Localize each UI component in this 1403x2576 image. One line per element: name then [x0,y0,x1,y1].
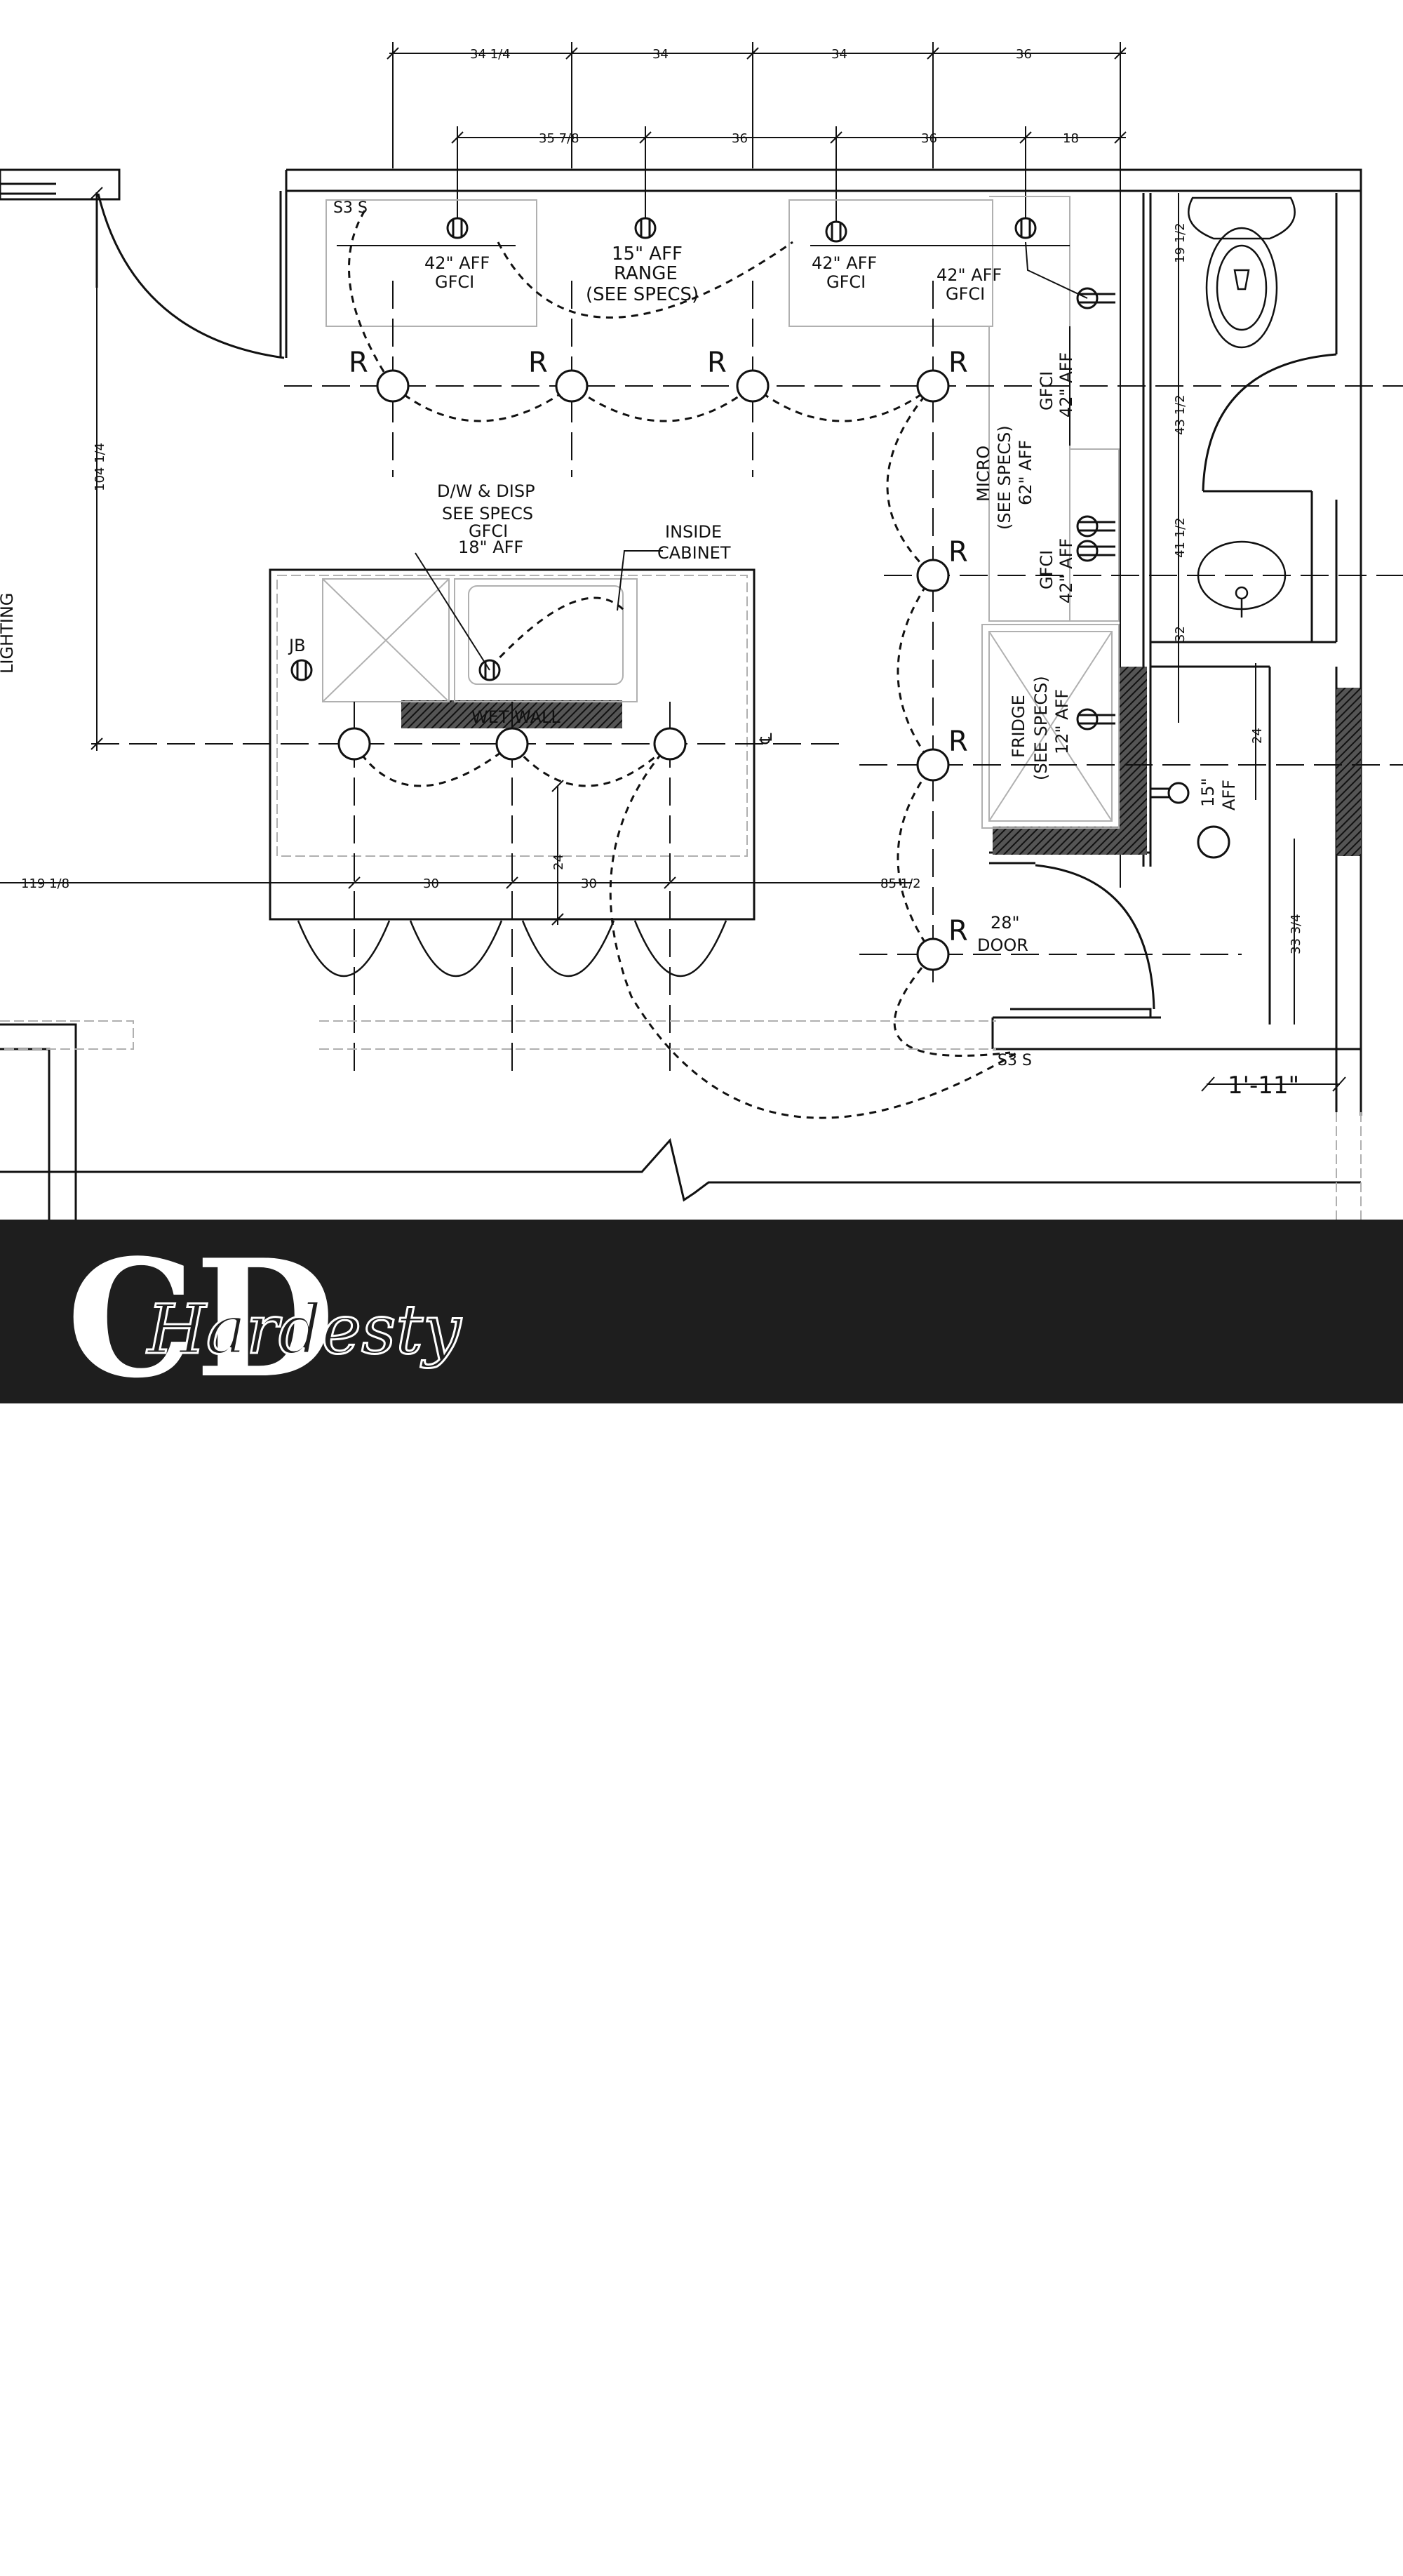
dim-top-4: 36 [1016,47,1032,62]
dim-island-4: 85 1/2 [880,876,921,891]
dim-top-2: 34 [652,47,669,62]
side-dimension-lines [0,187,1346,1092]
gfci-right-type: GFCI [946,284,985,304]
gfci-mid-type: GFCI [826,272,866,292]
light-label: R [707,347,727,379]
top-dimension-ticks [387,47,1127,144]
door-label: DOOR [977,935,1028,955]
centerlines [91,281,1403,1074]
dim-bath-4: 32 [1173,626,1188,642]
fridge-label: FRIDGE [1009,695,1028,758]
dim-island-vertical: 24 [551,854,566,870]
gfci-left-type: GFCI [435,272,474,292]
micro-specs: (SEE SPECS) [995,425,1014,530]
leaders [337,241,1088,671]
left-wall-stub [0,168,121,201]
switch-top-label: S3 S [333,199,368,217]
gfci-side-top-aff: 42" AFF [1056,352,1076,418]
dim-island-2: 30 [423,876,439,891]
dim-top-6: 36 [732,131,748,146]
recessed-lights [337,369,1230,971]
dim-bath-5: 24 [1250,728,1265,744]
top-dimension-text: 34 1/4 34 34 36 35 7/8 36 36 18 [470,47,1079,146]
gfci-mid-aff: 42" AFF [812,253,877,273]
light-label: R [948,536,968,568]
fridge-aff: 12" AFF [1052,689,1072,754]
gfci-right-aff: 42" AFF [937,265,1002,285]
bar-stools [297,920,727,977]
light-label: R [948,915,968,947]
brand-logo: CD Hardesty [67,1224,463,1403]
recessed-light-labels: R R R R R R R [349,347,968,947]
wet-wall-label: WET WALL [471,707,560,727]
gfci-left-aff: 42" AFF [424,253,490,273]
toilet [1188,196,1296,349]
dw-gfci-label: GFCI [469,521,508,541]
dim-island-1: 119 1/8 [21,876,69,891]
fridge-specs: (SEE SPECS) [1031,676,1051,780]
gfci-side-top: GFCI [1037,371,1056,411]
light-label: R [349,347,368,379]
entry-door [95,192,285,359]
dw-disp-label: D/W & DISP [437,481,535,501]
dim-top-1: 34 1/4 [470,47,511,62]
brand-footer: CD Hardesty DESIGNS [0,1220,1403,2575]
receptacles [290,217,1190,804]
light-label: R [948,726,968,758]
dim-bath-width: 1'-11" [1228,1072,1299,1100]
side-dimension-text: 104 1/4 119 1/8 30 30 85 1/2 24 19 1/2 4… [21,222,1303,1100]
dim-left-vertical: 104 1/4 [93,443,107,491]
brand-word: DESIGNS [455,2517,650,2575]
cabinet-label: CABINET [657,543,731,563]
gfci-side-low: GFCI [1037,550,1056,589]
light-label: R [948,347,968,379]
bath-door-swing [1035,864,1155,1010]
lower-walls [0,1023,1361,1220]
dim-bath-3: 41 1/2 [1173,517,1188,558]
dim-top-8: 18 [1063,131,1079,146]
dim-top-7: 36 [921,131,937,146]
bath-low-aff-2: AFF [1219,780,1239,810]
door-size-label: 28" [991,913,1020,933]
dim-bath-1: 19 1/2 [1173,222,1188,263]
light-label: R [528,347,548,379]
range-label: RANGE [614,263,678,284]
top-dimension-lines [389,42,1126,888]
dim-island-3: 30 [581,876,597,891]
dim-top-5: 35 7/8 [539,131,579,146]
bath-low-aff: 15" [1198,778,1218,807]
walls [0,168,1362,1116]
brand-script: Hardesty [146,1290,462,1369]
dim-bath-2: 43 1/2 [1173,394,1188,435]
dw-specs-label: SEE SPECS [442,504,533,523]
vanity-sink [1197,540,1287,618]
micro-label: MICRO [974,446,993,502]
centerline-label: ℄ [756,733,776,745]
gfci-side-low-aff: 42" AFF [1056,538,1076,603]
dw-aff-label: 18" AFF [458,538,523,557]
lighting-label: LIGHTING [0,593,17,674]
micro-aff: 62" AFF [1016,440,1035,505]
range-aff: 15" AFF [612,243,683,265]
lower-dashed [0,1020,1362,1220]
range-specs: (SEE SPECS) [586,284,699,305]
dim-bath-6: 33 3/4 [1289,914,1303,954]
plan-labels: 42" AFF GFCI 15" AFF RANGE (SEE SPECS) 4… [0,199,1239,1069]
inside-label: INSIDE [665,522,722,542]
brand-monogram: CD [67,1224,335,1403]
switch-bottom-label: S3 S [998,1052,1032,1069]
dim-top-3: 34 [831,47,847,62]
floor-plan: 34 1/4 34 34 36 35 7/8 36 36 18 [0,42,1403,1220]
jb-label: JB [288,636,306,655]
